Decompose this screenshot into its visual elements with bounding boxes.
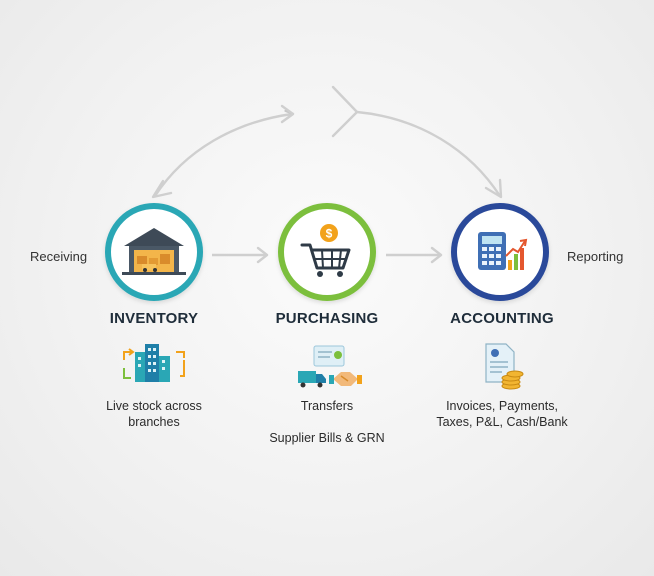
inventory-desc-line-1: Live stock across (106, 399, 202, 413)
shopping-cart-icon: $ (300, 224, 351, 277)
cycle-arrows (151, 85, 503, 199)
cycle-fork (331, 85, 359, 138)
accounting-desc-line-2: Taxes, P&L, Cash/Bank (436, 415, 568, 429)
cycle-arrow-left (153, 114, 292, 197)
cycle-arrow-right (356, 110, 502, 197)
accounting-title: ACCOUNTING (450, 310, 554, 327)
calculator-chart-icon (478, 232, 528, 270)
inventory-node (105, 203, 203, 301)
svg-text:$: $ (326, 227, 333, 241)
warehouse-icon (122, 228, 186, 275)
accounting-node (451, 203, 549, 301)
truck-icon (298, 371, 326, 388)
supplier-icons (298, 345, 362, 388)
invoice-coins-icon (485, 343, 524, 390)
document-icon (313, 345, 345, 367)
inventory-title: INVENTORY (109, 310, 199, 327)
inventory-desc-line-2: branches (128, 415, 180, 429)
cycle-arrow-top-head (280, 104, 295, 124)
purchasing-desc-line-2: Supplier Bills & GRN (269, 431, 385, 445)
accounting-desc-line-1: Invoices, Payments, (446, 399, 558, 413)
building-cycle-icon (123, 344, 185, 382)
flow-arrows (212, 246, 443, 264)
cycle-arrow-left-head (151, 179, 173, 199)
purchasing-desc-line-1: Transfers (300, 399, 354, 413)
purchasing-node: $ (278, 203, 376, 301)
cycle-arrow-right-head (484, 178, 503, 199)
purchasing-title: PURCHASING (275, 310, 379, 327)
reporting-label: Reporting (567, 249, 624, 264)
receiving-label: Receiving (30, 249, 88, 264)
handshake-icon (329, 372, 362, 386)
